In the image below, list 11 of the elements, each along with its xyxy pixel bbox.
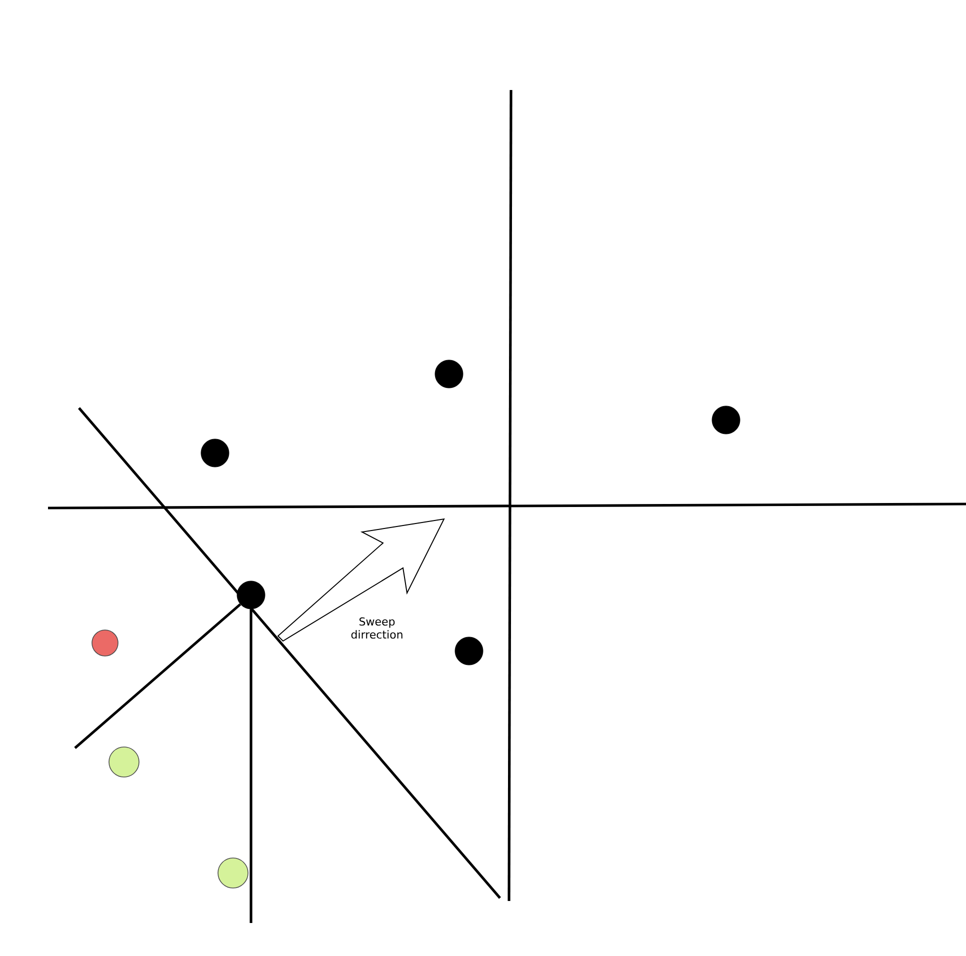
site-dot [434,360,464,388]
ray-line [250,609,252,923]
site-dot [200,438,230,468]
site-dot [236,580,266,610]
ray-line [74,603,242,749]
site-dot [712,406,740,434]
point-dot [108,746,140,778]
site-dot [454,636,484,666]
arrow-label: Sweep dirrection [351,617,402,639]
point-dot [218,858,248,888]
point-dot [92,630,118,656]
